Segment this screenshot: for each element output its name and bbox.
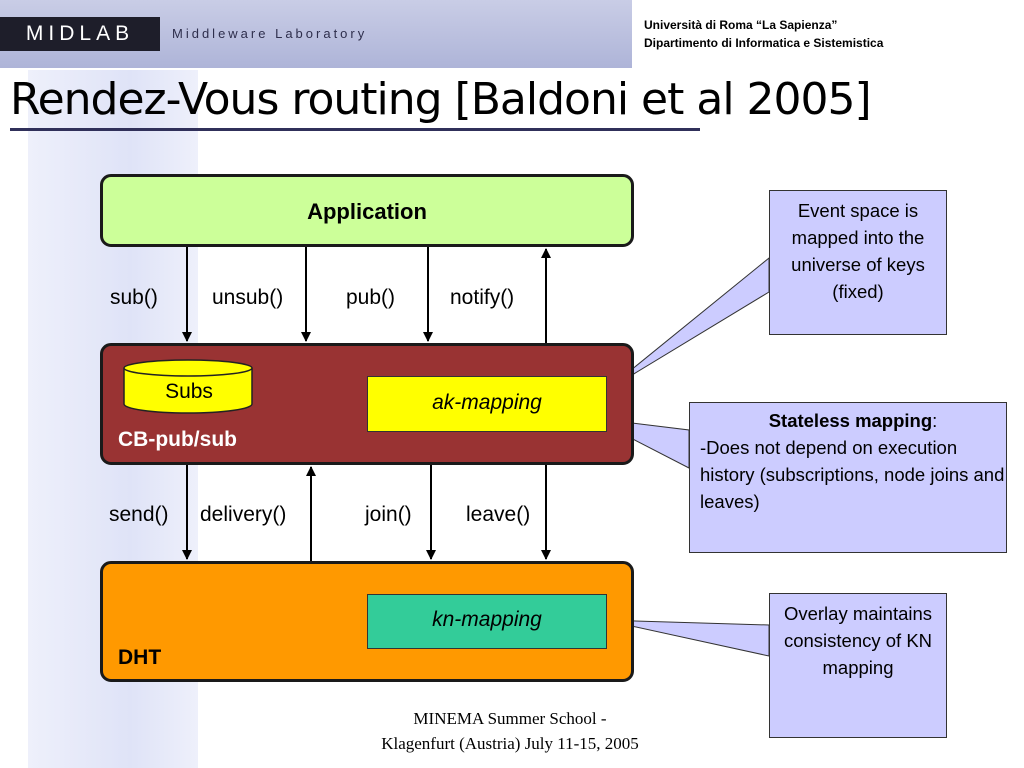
slide-title: Rendez-Vous routing [Baldoni et al 2005] [10, 74, 872, 125]
note-stateless-colon: : [932, 410, 938, 431]
call-label-pub: pub() [346, 286, 396, 309]
logo-subtitle: Middleware Laboratory [172, 26, 368, 41]
call-label-send: send() [109, 503, 169, 526]
note-event-space: Event space is mapped into the universe … [769, 190, 947, 335]
department-name: Dipartimento di Informatica e Sistemisti… [644, 36, 884, 50]
midlab-logo: MIDLAB [25, 22, 135, 45]
note-stateless-mapping: Stateless mapping: -Does not depend on e… [689, 402, 1007, 553]
call-label-leave: leave() [466, 503, 531, 526]
footer-line-1: MINEMA Summer School - [413, 709, 607, 728]
university-name: Università di Roma “La Sapienza” [644, 18, 838, 32]
subs-cylinder [123, 359, 253, 414]
call-label-sub: sub() [110, 286, 158, 309]
footer-line-2: Klagenfurt (Austria) July 11-15, 2005 [381, 734, 639, 753]
title-underline [10, 128, 700, 131]
dht-label: DHT [118, 646, 162, 669]
logo-background [0, 17, 160, 51]
note-stateless-title: Stateless mapping [768, 410, 933, 431]
kn-mapping-box: kn-mapping [367, 594, 607, 649]
call-label-unsub: unsub() [212, 286, 284, 309]
university-info: Università di Roma “La Sapienza” Diparti… [644, 16, 883, 52]
note-overlay: Overlay maintains consistency of KN mapp… [769, 593, 947, 738]
call-label-join: join() [365, 503, 412, 526]
note-stateless-heading: Stateless mapping: [700, 407, 1006, 434]
call-label-delivery: delivery() [200, 503, 287, 526]
note-stateless-body: -Does not depend on execution history (s… [700, 437, 1005, 512]
footer: MINEMA Summer School - Klagenfurt (Austr… [340, 706, 680, 756]
application-layer [100, 174, 634, 247]
application-label: Application [307, 199, 427, 224]
ak-mapping-box: ak-mapping [367, 376, 607, 432]
subs-label: Subs [165, 380, 213, 403]
call-label-notify: notify() [450, 286, 515, 309]
cb-pubsub-label: CB-pub/sub [118, 428, 237, 451]
